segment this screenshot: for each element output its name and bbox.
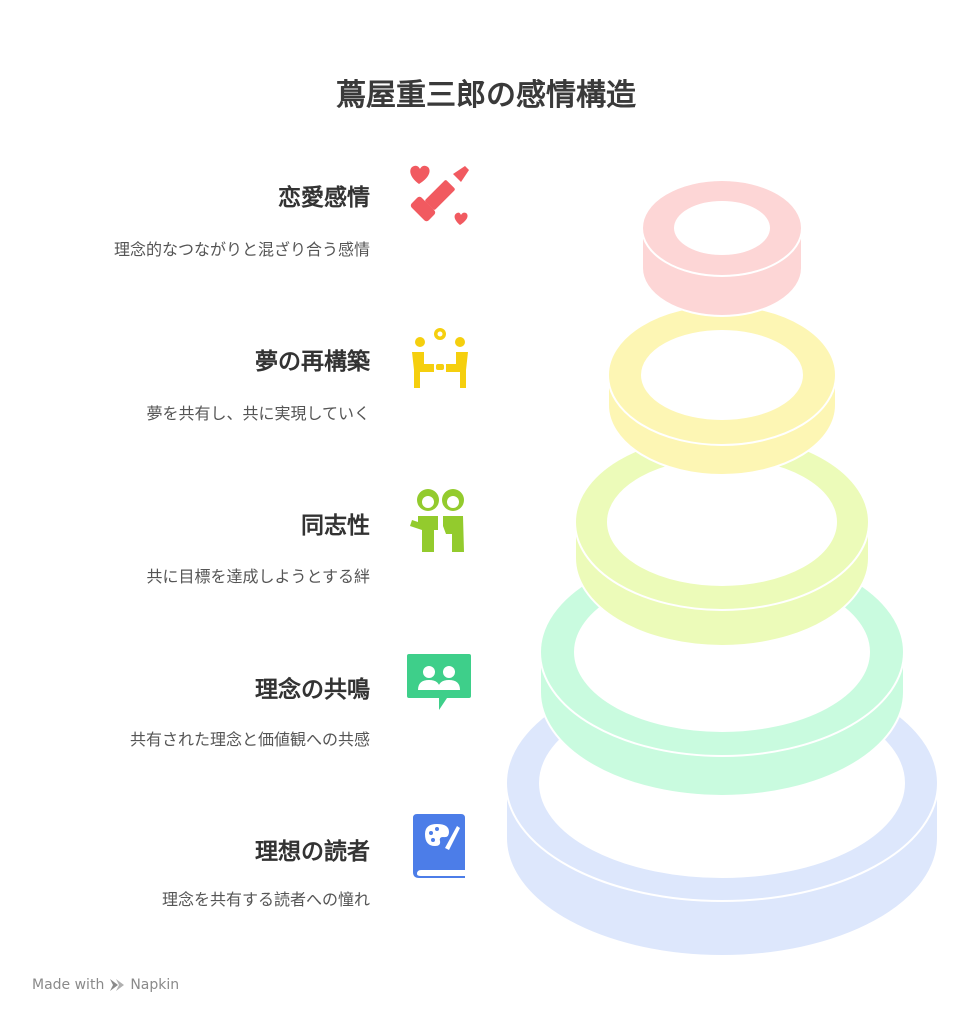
ring-2-hole xyxy=(641,330,803,420)
item-heading-dream-rebuilding: 夢の再構築 xyxy=(255,349,370,375)
ring-3-hole xyxy=(607,458,837,586)
group-chat-icon xyxy=(407,654,471,710)
people-sharing-idea-icon xyxy=(412,328,468,388)
item-description-romance: 理念的なつながりと混ざり合う感情 xyxy=(113,240,370,259)
footer-brand: Napkin xyxy=(130,977,180,993)
art-book-icon xyxy=(413,814,465,878)
ring-dream-rebuilding xyxy=(607,304,837,476)
page-title: 蔦屋重三郎の感情構造 xyxy=(336,78,636,113)
two-friends-icon xyxy=(410,489,464,552)
item-heading-idea-resonance: 理念の共鳴 xyxy=(255,677,370,703)
item-heading-comradeship: 同志性 xyxy=(301,513,370,539)
napkin-logo-icon xyxy=(110,979,125,991)
heart-lipstick-icon xyxy=(410,165,469,225)
item-description-dream-rebuilding: 夢を共有し、共に実現していく xyxy=(146,404,370,423)
item-heading-romance: 恋愛感情 xyxy=(278,185,370,211)
item-heading-ideal-reader: 理想の読者 xyxy=(255,839,370,865)
ring-romance xyxy=(641,179,803,317)
ring-1-hole xyxy=(674,201,770,255)
item-description-ideal-reader: 理念を共有する読者への憧れ xyxy=(161,890,370,909)
ring-comradeship xyxy=(574,433,870,647)
item-description-comradeship: 共に目標を達成しようとする絆 xyxy=(146,567,370,586)
footer-attribution: Made with Napkin xyxy=(32,977,179,993)
item-description-idea-resonance: 共有された理念と価値観への共感 xyxy=(129,730,370,749)
footer-made-with: Made with xyxy=(32,977,105,993)
